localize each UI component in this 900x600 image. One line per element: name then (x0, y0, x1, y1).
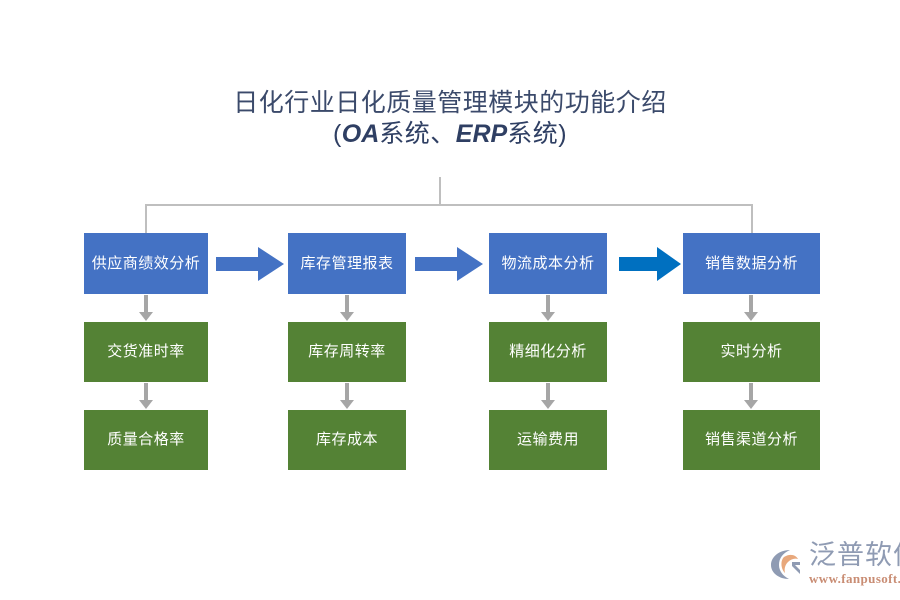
header-box-column-2[interactable]: 库存管理报表 (288, 233, 406, 294)
connector-drop-column-4 (751, 204, 753, 234)
flow-arrow-2 (415, 247, 483, 281)
flow-arrow-3 (619, 247, 681, 281)
title-line-1: 日化行业日化质量管理模块的功能介绍 (233, 89, 667, 117)
item-box-column-4-row-2[interactable]: 销售渠道分析 (683, 410, 820, 470)
item-box-column-4-row-1[interactable]: 实时分析 (683, 322, 820, 382)
header-box-column-3[interactable]: 物流成本分析 (489, 233, 607, 294)
title-paren-close: ) (558, 119, 568, 148)
item-box-column-1-row-1[interactable]: 交货准时率 (84, 322, 208, 382)
title-oa-suffix: 系统、 (379, 119, 456, 148)
down-arrow-col3-header-to-item1 (536, 295, 560, 321)
down-arrow-col3-item1-to-item2 (536, 383, 560, 409)
logo-website-url: www.fanpusoft.com (809, 571, 900, 586)
down-arrow-col1-item1-to-item2 (134, 383, 158, 409)
item-box-column-3-row-2[interactable]: 运输费用 (489, 410, 607, 470)
title-erp-label: ERP (455, 119, 508, 148)
title-oa-label: OA (341, 119, 380, 148)
item-box-column-2-row-2[interactable]: 库存成本 (288, 410, 406, 470)
title-erp-suffix: 系统 (507, 119, 559, 148)
brand-logo: 泛普软件 www.fanpusoft.com (770, 542, 900, 585)
down-arrow-col2-item1-to-item2 (335, 383, 359, 409)
header-box-column-1[interactable]: 供应商绩效分析 (84, 233, 208, 294)
item-box-column-1-row-2[interactable]: 质量合格率 (84, 410, 208, 470)
logo-company-name: 泛普软件 (809, 540, 900, 570)
header-box-column-4[interactable]: 销售数据分析 (683, 233, 820, 294)
title-paren-open: ( (332, 119, 342, 148)
flow-arrow-1 (216, 247, 284, 281)
fanpu-logo-icon (770, 548, 804, 580)
down-arrow-col4-header-to-item1 (739, 295, 763, 321)
down-arrow-col2-header-to-item1 (335, 295, 359, 321)
connector-stem-vertical (439, 177, 441, 205)
down-arrow-col1-header-to-item1 (134, 295, 158, 321)
page-title: 日化行业日化质量管理模块的功能介绍 (OA系统、ERP系统) (0, 88, 900, 149)
item-box-column-2-row-1[interactable]: 库存周转率 (288, 322, 406, 382)
connector-horizontal-bar (145, 204, 753, 206)
item-box-column-3-row-1[interactable]: 精细化分析 (489, 322, 607, 382)
logo-text-block: 泛普软件 www.fanpusoft.com (809, 540, 900, 586)
title-line-2: (OA系统、ERP系统) (0, 119, 900, 150)
down-arrow-col4-item1-to-item2 (739, 383, 763, 409)
connector-drop-column-1 (145, 204, 147, 234)
